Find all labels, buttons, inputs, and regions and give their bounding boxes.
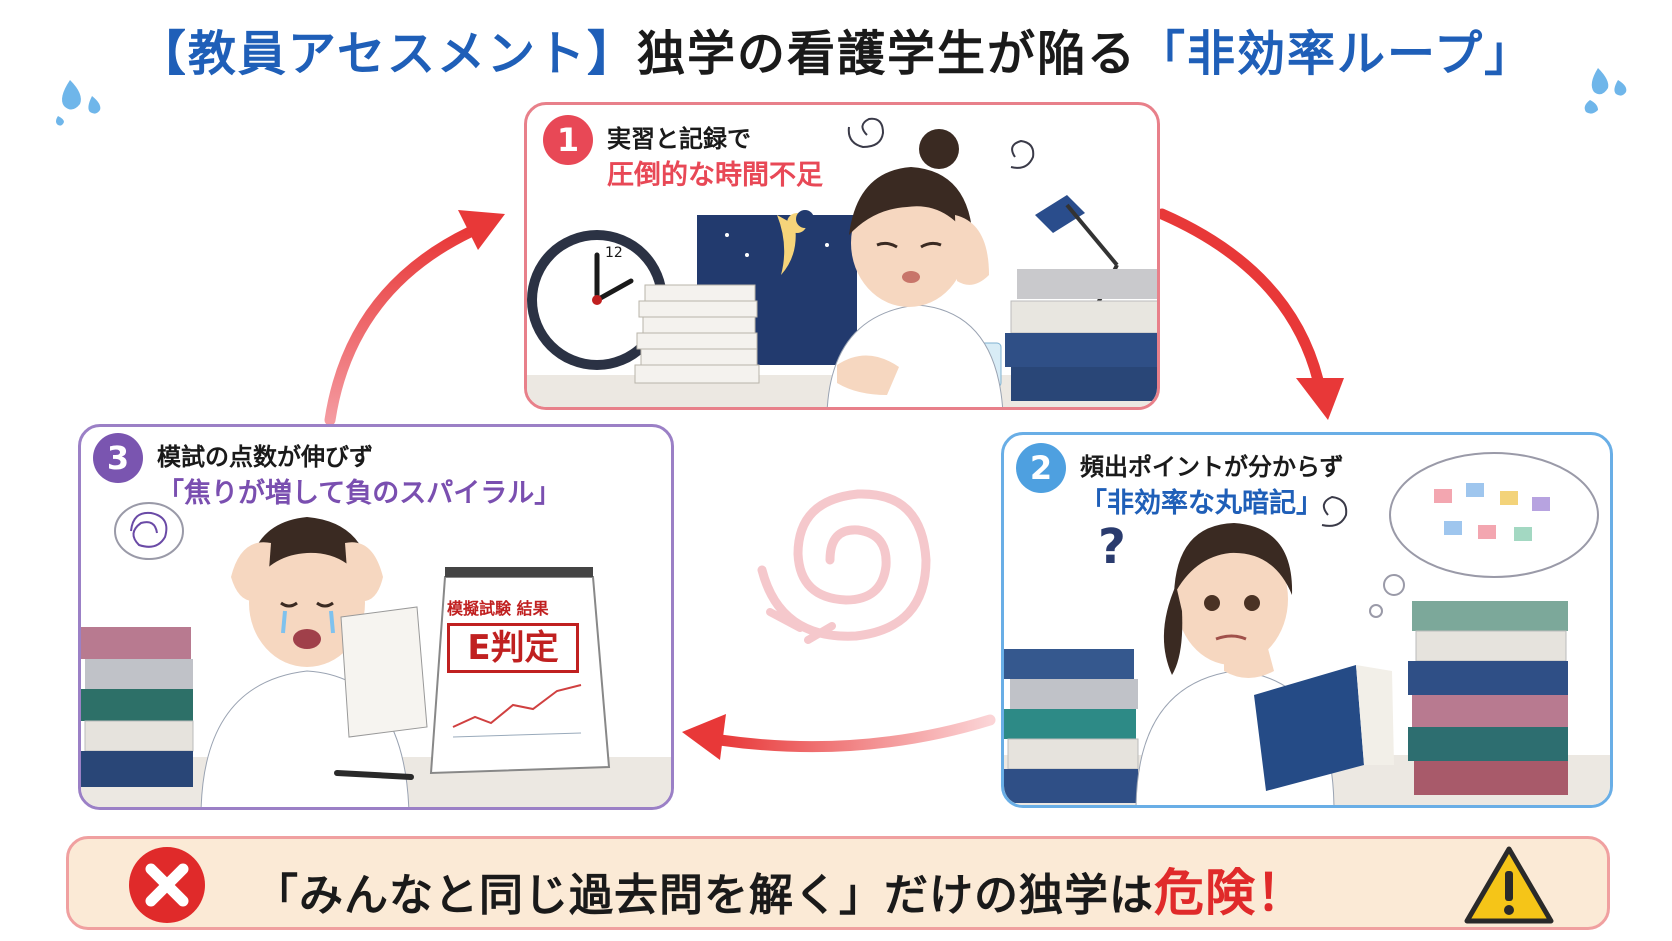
page-title: 【教員アセスメント】独学の看護学生が陥る「非効率ループ」	[0, 14, 1672, 84]
banner-message: 「みんなと同じ過去問を解く」だけの独学は危険！	[254, 853, 1307, 925]
banner-text-main: 「みんなと同じ過去問を解く」だけの独学は	[254, 870, 1154, 921]
arrow-step1-to-step2	[1156, 208, 1324, 386]
step1-card: 1 実習と記録で 圧倒的な時間不足 12	[524, 102, 1160, 410]
arrow-step3-to-step1	[324, 226, 476, 426]
warning-banner: 「みんなと同じ過去問を解く」だけの独学は危険！	[66, 836, 1610, 930]
step3-card: 3 模試の点数が伸びず 「焦りが増して負のスパイラル」 模擬試験 結果 E判定	[78, 424, 674, 810]
pen-icon	[334, 770, 414, 780]
clock-twelve-label: 12	[605, 245, 623, 261]
book-stack-icon	[81, 627, 194, 787]
exam-grade: E判定	[447, 623, 579, 673]
warning-triangle-icon	[1464, 846, 1554, 924]
exam-title: 模擬試験 結果	[447, 599, 549, 618]
stress-swirl-icon	[847, 117, 1035, 169]
open-book-icon	[1254, 665, 1394, 791]
book-stack-right-icon	[1408, 601, 1568, 795]
title-highlight: 「非効率ループ」	[1136, 26, 1535, 82]
step2-number-badge: 2	[1016, 443, 1066, 493]
step2-card: ? 2 頻出ポイントが分からず 「非効率な丸暗記」	[1001, 432, 1613, 808]
cross-mark-icon	[129, 847, 205, 923]
step2-line2: 「非効率な丸暗記」	[1080, 488, 1323, 519]
arrow-step2-to-step3	[714, 714, 996, 753]
stress-scribble-icon	[114, 502, 184, 560]
step1-line1: 実習と記録で	[607, 125, 751, 153]
step2-line1: 頻出ポイントが分からず	[1080, 453, 1344, 481]
book-stack-left-icon	[1004, 649, 1139, 803]
question-mark-icon: ?	[1098, 519, 1126, 575]
step3-line2: 「焦りが増して負のスパイラル」	[157, 478, 562, 509]
banner-text-danger: 危険！	[1154, 864, 1307, 922]
step3-number-badge: 3	[93, 433, 143, 483]
paper-stack-icon	[634, 284, 760, 384]
spiral-icon	[757, 489, 931, 641]
step1-number-badge: 1	[543, 115, 593, 165]
student-tired-figure	[826, 129, 1003, 407]
clock-icon	[527, 230, 667, 370]
step1-line2: 圧倒的な時間不足	[607, 160, 823, 191]
step2-illustration: ?	[1004, 452, 1610, 805]
sweat-drops-right-icon	[1584, 68, 1627, 114]
handout-icon	[340, 606, 428, 738]
step3-illustration	[81, 502, 671, 807]
title-bracket-label: 【教員アセスメント】	[137, 26, 637, 82]
step3-line1: 模試の点数が伸びず	[157, 443, 373, 471]
book-stack-icon	[1005, 269, 1157, 401]
title-main: 独学の看護学生が陥る	[636, 26, 1137, 82]
thought-cloud-icon	[1369, 452, 1599, 618]
sweat-drops-left-icon	[56, 80, 101, 126]
step1-illustration	[527, 117, 1157, 407]
stress-swirl-icon	[1321, 495, 1348, 527]
